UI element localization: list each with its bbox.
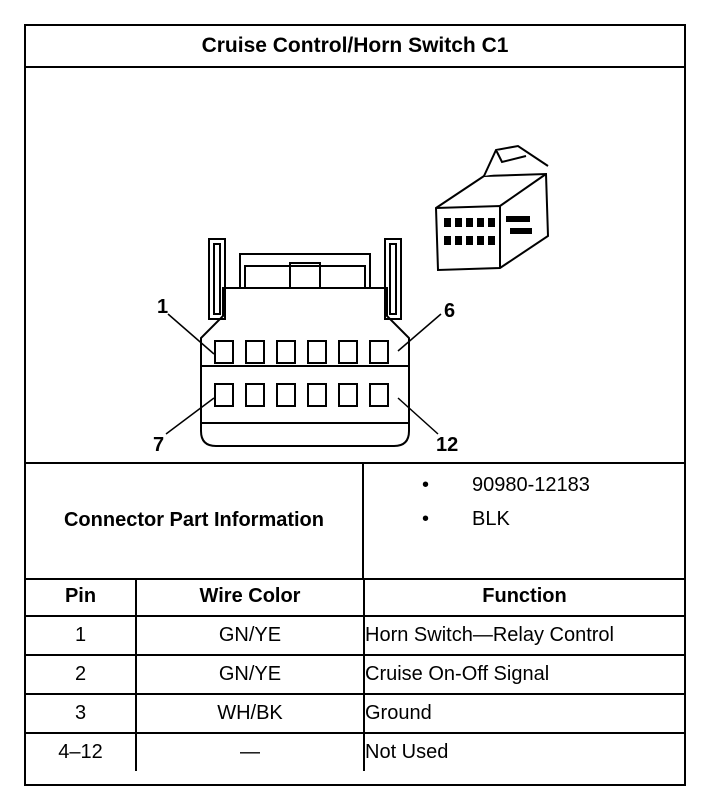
pin-cavity <box>214 383 234 407</box>
header-pin: Pin <box>26 578 137 617</box>
pin-cavity <box>369 340 389 364</box>
pin-table: Pin Wire Color Function 1 GN/YE Horn Swi… <box>26 578 684 771</box>
right-latch <box>384 238 402 320</box>
page-title: Cruise Control/Horn Switch C1 <box>26 26 684 68</box>
pin-label-7: 7 <box>153 434 165 456</box>
info-item: • 90980-12183 <box>364 468 684 502</box>
connector-body <box>200 287 410 447</box>
table-header-row: Pin Wire Color Function <box>26 578 684 617</box>
connector-part-info-label: Connector Part Information <box>26 462 364 578</box>
connector-part-info-list: • 90980-12183 • BLK <box>364 468 684 536</box>
info-item: • BLK <box>364 502 684 536</box>
pin-cavity <box>245 383 265 407</box>
table-row: 3 WH/BK Ground <box>26 693 684 734</box>
function-cell: Cruise On-Off Signal <box>363 654 684 695</box>
pin-cavity <box>307 340 327 364</box>
connector-figure: 1 6 7 12 <box>26 66 684 464</box>
pin-cavity <box>214 340 234 364</box>
pin-label-6: 6 <box>444 300 456 322</box>
function-cell: Not Used <box>363 732 684 771</box>
bullet-icon: • <box>422 508 430 530</box>
wire-color-cell: WH/BK <box>135 693 365 734</box>
pin-cell: 4–12 <box>26 732 137 771</box>
wire-color-cell: GN/YE <box>135 615 365 656</box>
wire-color-cell: GN/YE <box>135 654 365 695</box>
pin-label-1: 1 <box>157 296 169 318</box>
left-latch <box>208 238 226 320</box>
pin-cavity <box>276 383 296 407</box>
pin-cavity <box>338 340 358 364</box>
function-cell: Ground <box>363 693 684 734</box>
header-function: Function <box>363 578 684 617</box>
pin-label-12: 12 <box>436 434 459 456</box>
pin-cavity <box>338 383 358 407</box>
connector-face-diagram <box>165 144 550 447</box>
table-row: 1 GN/YE Horn Switch—Relay Control <box>26 615 684 656</box>
connector-part-info: Connector Part Information • 90980-12183… <box>26 462 684 580</box>
pin-cell: 3 <box>26 693 137 734</box>
connector-isometric-icon <box>434 144 550 272</box>
pin-cavity <box>369 383 389 407</box>
function-cell: Horn Switch—Relay Control <box>363 615 684 656</box>
table-row: 4–12 — Not Used <box>26 732 684 771</box>
connector-color: BLK <box>472 508 510 530</box>
header-wire-color: Wire Color <box>135 578 365 617</box>
table-row: 2 GN/YE Cruise On-Off Signal <box>26 654 684 695</box>
pin-cavity <box>245 340 265 364</box>
pin-cavity <box>276 340 296 364</box>
bullet-icon: • <box>422 474 430 496</box>
pin-cell: 2 <box>26 654 137 695</box>
connector-sheet: Cruise Control/Horn Switch C1 <box>24 24 686 786</box>
part-number: 90980-12183 <box>472 474 590 496</box>
pin-cavity <box>307 383 327 407</box>
pin-cell: 1 <box>26 615 137 656</box>
wire-color-cell: — <box>135 732 365 771</box>
